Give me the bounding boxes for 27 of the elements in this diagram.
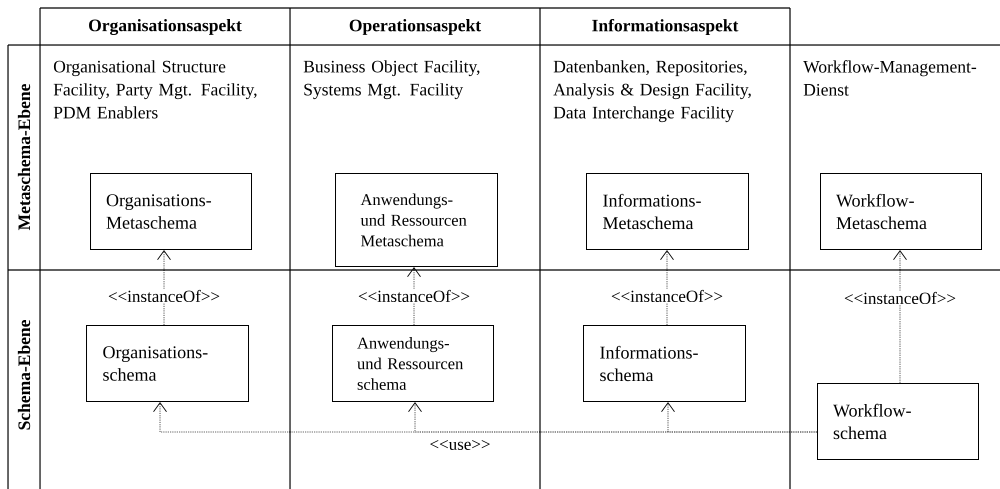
schema-box: Workflow- Metaschema — [820, 172, 982, 250]
schema-box: Anwendungs- und Ressourcen schema — [332, 324, 494, 402]
arrow — [157, 250, 171, 326]
facility-text: Business Object Facility, Systems Mgt. Facility — [304, 60, 480, 100]
schema-box: Informations- Metaschema — [586, 172, 749, 250]
edge-label: <<instanceOf>> — [107, 288, 221, 304]
schema-box: Organisations- schema — [86, 324, 249, 402]
schema-box: Workflow- schema — [817, 382, 979, 460]
facility-text: Datenbanken, Repositories, Analysis & Design Facility, Data Interchange Facility — [553, 60, 751, 122]
arrow — [407, 266, 421, 326]
column-heading: Organisationsaspekt — [89, 19, 242, 35]
edge-label: <<instanceOf>> — [610, 288, 724, 304]
edge-label: <<instanceOf>> — [843, 290, 957, 306]
schema-box: Informations- schema — [583, 324, 746, 402]
arrow — [660, 250, 674, 326]
column-heading: Informationsaspekt — [592, 18, 738, 36]
row-heading: Metaschema-Ebene — [18, 84, 30, 230]
facility-text: Workflow-Management-Dienst — [803, 60, 976, 96]
edge-label: <<instanceOf>> — [357, 288, 471, 304]
column-heading: Operationsaspekt — [350, 19, 482, 35]
facility-text: Organisational Structure Facility, Party Mgt. Facility, PDM Enablers — [54, 60, 256, 118]
arrow — [661, 402, 818, 432]
edge-label: <<use>> — [428, 439, 492, 451]
schema-box: Organisations- Metaschema — [90, 172, 252, 250]
row-heading: Schema-Ebene — [18, 320, 30, 430]
schema-box: Anwendungs- und Ressourcen Metaschema — [335, 172, 498, 267]
arrow — [893, 250, 907, 384]
